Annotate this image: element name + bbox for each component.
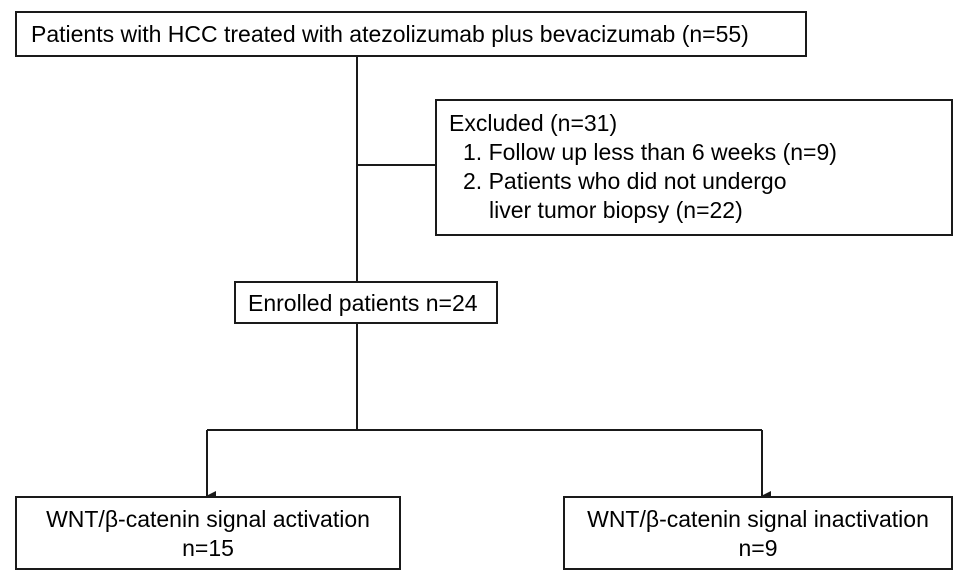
excluded-reason-1: 1. Follow up less than 6 weeks (n=9) <box>463 139 837 165</box>
excluded-reason-2-line-1: 2. Patients who did not undergo <box>463 168 787 194</box>
signal-inactivation-label: WNT/β-catenin signal inactivation <box>587 506 929 532</box>
node-initial-patients: Patients with HCC treated with atezolizu… <box>15 11 807 57</box>
node-enrolled-patients: Enrolled patients n=24 <box>234 281 498 324</box>
excluded-title: Excluded (n=31) <box>449 110 618 136</box>
signal-activation-label: WNT/β-catenin signal activation <box>46 506 370 532</box>
signal-activation-count: n=15 <box>182 535 234 561</box>
node-signal-activation: WNT/β-catenin signal activation n=15 <box>15 496 401 570</box>
excluded-reason-2-line-2: liver tumor biopsy (n=22) <box>489 197 743 223</box>
node-initial-patients-text: Patients with HCC treated with atezolizu… <box>31 21 749 47</box>
signal-inactivation-count: n=9 <box>738 535 778 561</box>
node-signal-inactivation: WNT/β-catenin signal inactivation n=9 <box>563 496 953 570</box>
node-enrolled-patients-text: Enrolled patients n=24 <box>248 290 478 316</box>
node-excluded: Excluded (n=31) 1. Follow up less than 6… <box>435 99 953 236</box>
